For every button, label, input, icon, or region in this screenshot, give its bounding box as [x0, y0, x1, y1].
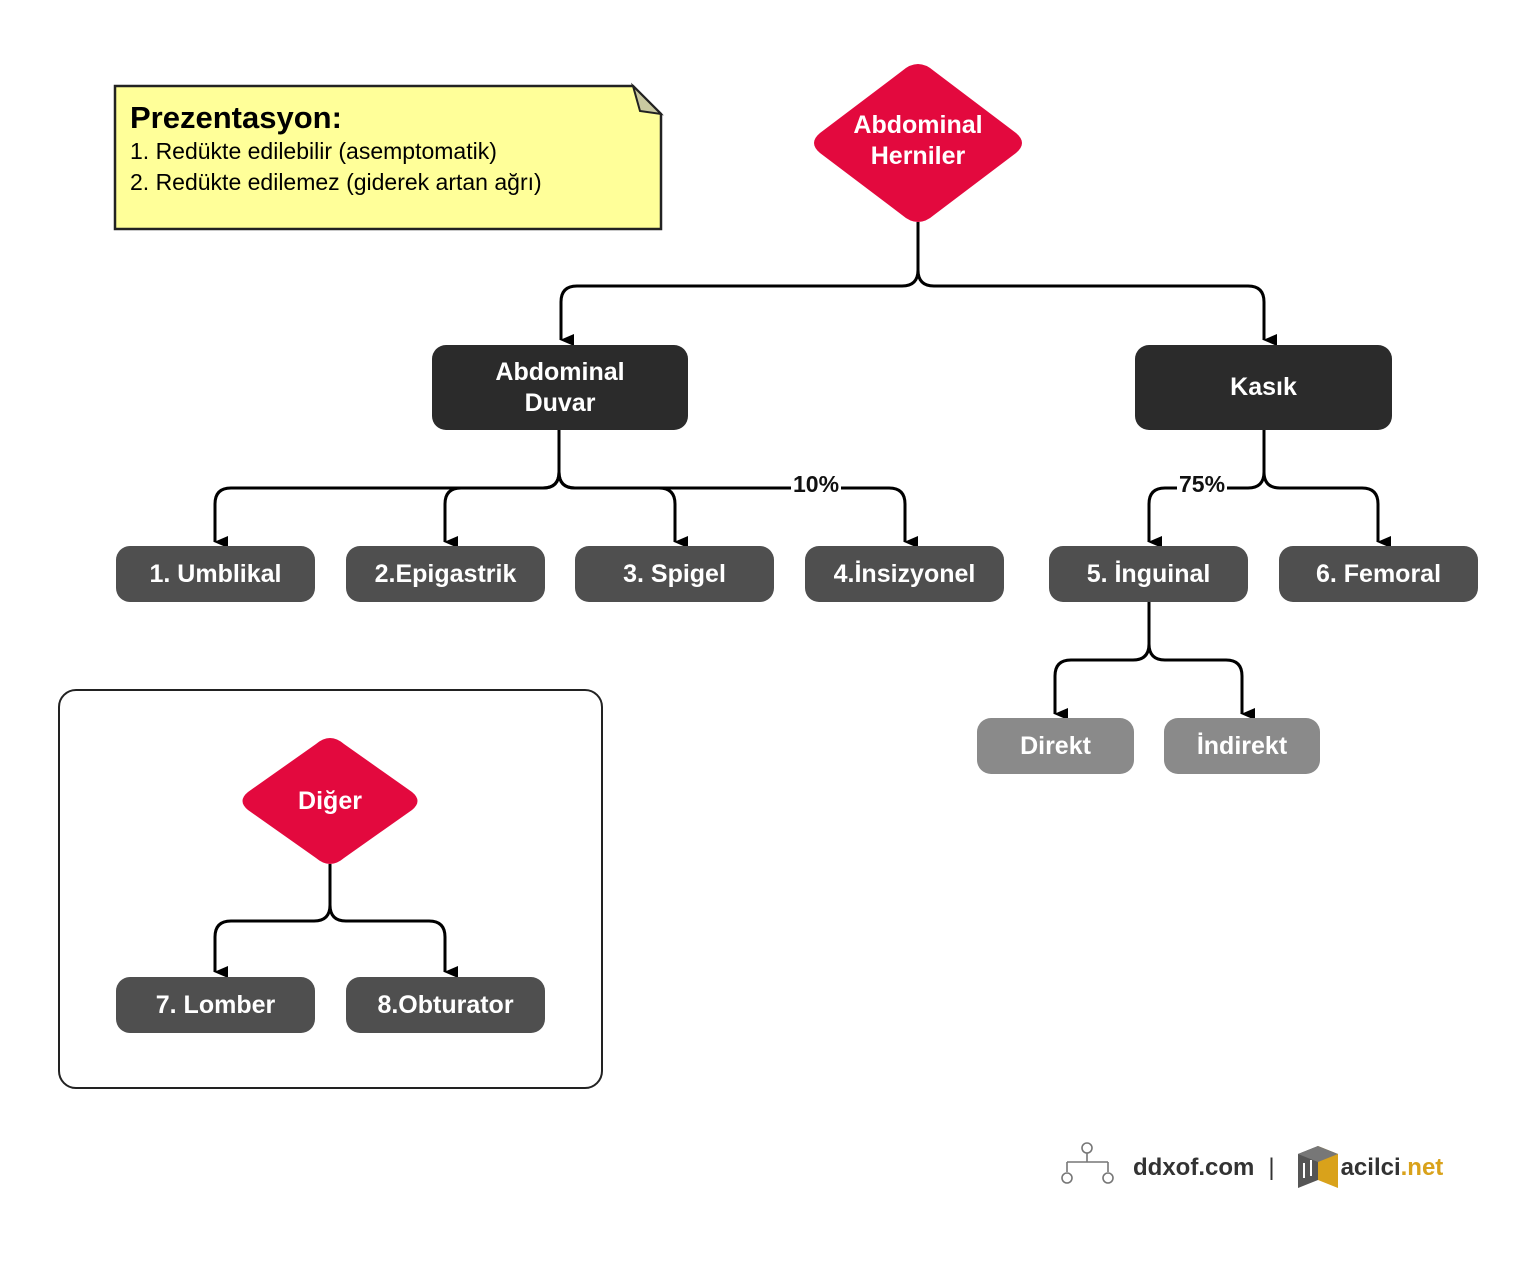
- epigastrik-node[interactable]: 2.Epigastrik: [346, 546, 545, 602]
- indirekt-node[interactable]: İndirekt: [1164, 718, 1320, 774]
- direkt-node[interactable]: Direkt: [977, 718, 1134, 774]
- umblikal-node[interactable]: 1. Umblikal: [116, 546, 315, 602]
- abdominal-duvar-node[interactable]: Abdominal Duvar: [432, 345, 688, 430]
- note-line-1: 1. Redükte edilebilir (asemptomatik): [130, 138, 497, 164]
- insizyonel-node[interactable]: 4.İnsizyonel: [805, 546, 1004, 602]
- lomber-node[interactable]: 7. Lomber: [116, 977, 315, 1033]
- acilci-logo-icon: [1298, 1146, 1338, 1188]
- insizyonel-percentage-label: 10%: [791, 471, 842, 498]
- note-shape: [113, 82, 664, 231]
- other-hernias-container: [58, 689, 603, 1089]
- spigel-node[interactable]: 3. Spigel: [575, 546, 774, 602]
- acilci-tld: .net: [1400, 1154, 1444, 1181]
- root-diamond: [814, 64, 1022, 222]
- presentation-note: Prezentasyon: 1. Redükte edilebilir (ase…: [130, 100, 542, 198]
- kasik-node[interactable]: Kasık: [1135, 345, 1392, 430]
- note-title: Prezentasyon:: [130, 100, 342, 135]
- other-diamond: [242, 738, 418, 864]
- femoral-node[interactable]: 6. Femoral: [1279, 546, 1478, 602]
- footer-credits: ddxof.com | acilci.net: [1055, 1148, 1443, 1188]
- note-line-2: 2. Redükte edilemez (giderek artan ağrı): [130, 169, 542, 195]
- inguinal-percentage-label: 75%: [1177, 471, 1228, 498]
- ddxof-logo-icon: [1061, 1142, 1114, 1184]
- other-label: Diğer: [298, 787, 362, 815]
- inguinal-node[interactable]: 5. İnguinal: [1049, 546, 1248, 602]
- root-label: Abdominal Herniler: [853, 111, 983, 170]
- ddxof-link[interactable]: ddxof.com: [1133, 1154, 1255, 1181]
- acilci-link[interactable]: acilci.net: [1341, 1154, 1444, 1182]
- obturator-node[interactable]: 8.Obturator: [346, 977, 545, 1033]
- connectors: [213, 222, 1391, 978]
- footer-separator: |: [1268, 1154, 1275, 1181]
- acilci-name: acilci: [1340, 1154, 1401, 1181]
